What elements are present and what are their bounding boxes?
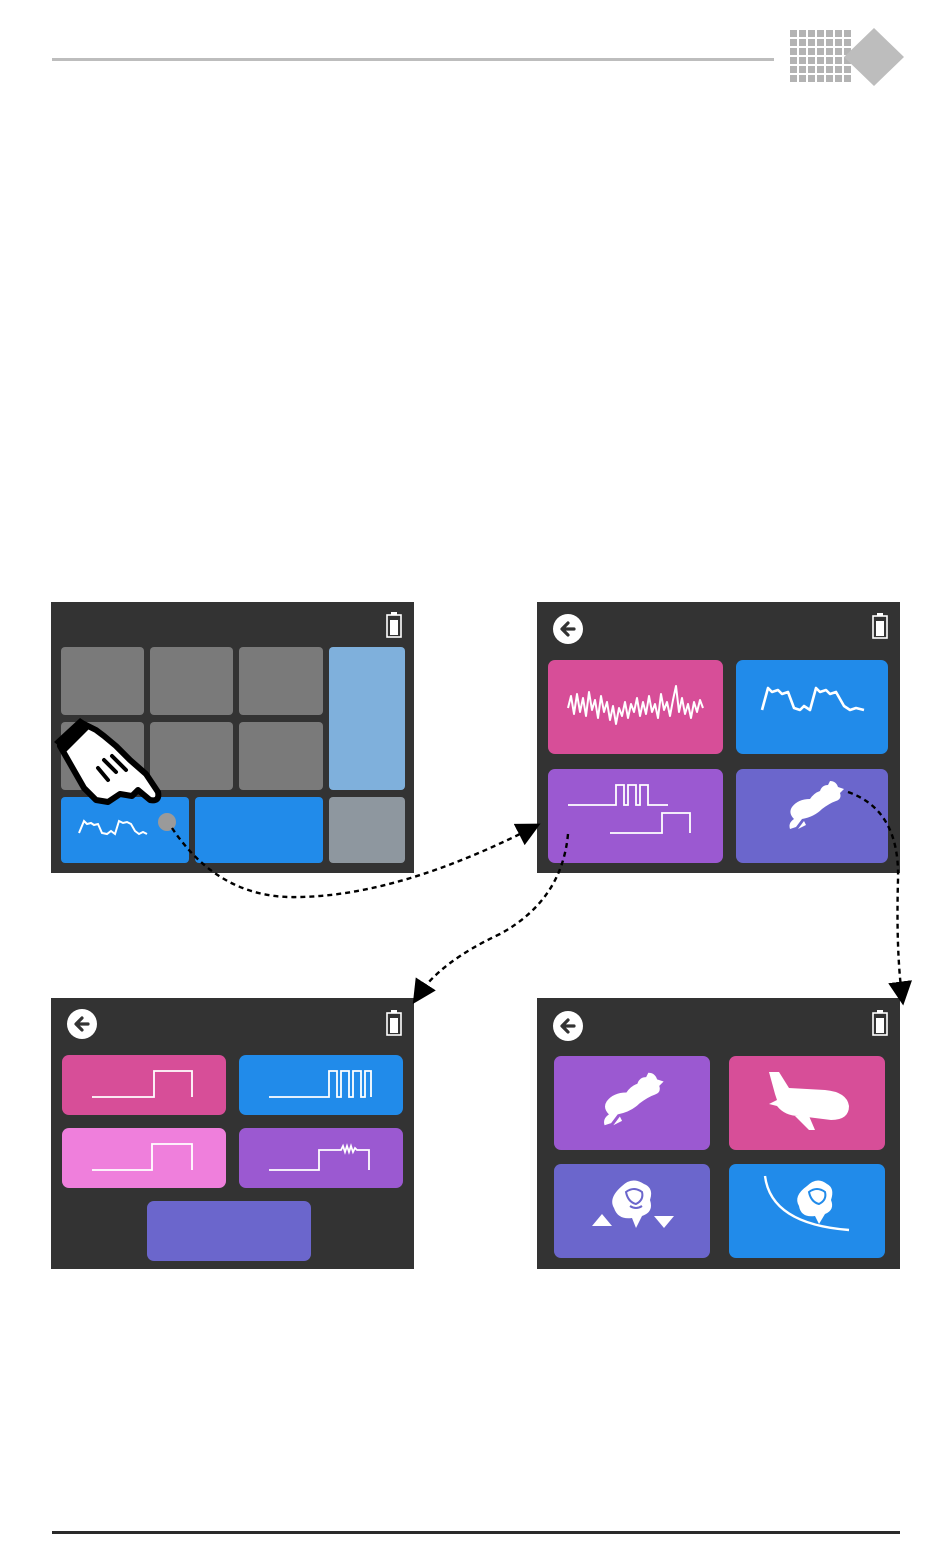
home-tile-tall[interactable] xyxy=(329,647,405,790)
rabbit-icon xyxy=(598,1070,668,1128)
single-pulse-long-button[interactable] xyxy=(62,1128,226,1188)
back-arrow-icon[interactable] xyxy=(552,1010,584,1042)
pulse-waveform-button[interactable] xyxy=(548,769,723,863)
header-rule xyxy=(52,58,774,61)
pulse-menu-screen xyxy=(51,998,414,1269)
noise-waveform-icon xyxy=(566,682,706,730)
airplane-button[interactable] xyxy=(729,1056,885,1150)
rose-up-down-button[interactable] xyxy=(554,1164,710,1258)
pulse-train-icon xyxy=(267,1069,373,1099)
home-tile-3[interactable] xyxy=(239,647,323,715)
noise-waveform-button[interactable] xyxy=(548,660,723,754)
rose-up-down-icon xyxy=(588,1176,678,1238)
grid-diamond-logo xyxy=(788,26,906,88)
single-pulse-long-icon xyxy=(90,1142,194,1172)
home-tile-small[interactable] xyxy=(329,797,405,863)
pointing-hand-icon xyxy=(50,716,166,812)
pulse-train-button[interactable] xyxy=(239,1055,403,1115)
home-tile-2[interactable] xyxy=(150,647,233,715)
battery-icon xyxy=(386,612,402,638)
pulse-waveform-icon xyxy=(566,781,696,835)
rabbit-button[interactable] xyxy=(554,1056,710,1150)
waveform-icon xyxy=(77,815,157,837)
battery-icon xyxy=(872,613,888,639)
pulse-with-noise-icon xyxy=(267,1142,373,1172)
home-tile-wide[interactable] xyxy=(195,797,323,863)
rose-decay-button[interactable] xyxy=(729,1164,885,1258)
home-tile-1[interactable] xyxy=(61,647,144,715)
mode-menu-screen xyxy=(537,998,900,1269)
waveform-menu-screen xyxy=(537,602,900,873)
back-arrow-icon[interactable] xyxy=(552,613,584,645)
rabbit-mode-button[interactable] xyxy=(736,769,888,863)
home-tile-6[interactable] xyxy=(239,722,323,790)
ramp-waveform-icon xyxy=(760,680,870,720)
blank-pulse-button[interactable] xyxy=(147,1201,311,1261)
footer-rule xyxy=(52,1531,900,1534)
pulse-with-noise-button[interactable] xyxy=(239,1128,403,1188)
rabbit-icon xyxy=(784,779,848,831)
single-pulse-button[interactable] xyxy=(62,1055,226,1115)
ramp-waveform-button[interactable] xyxy=(736,660,888,754)
battery-icon xyxy=(872,1010,888,1036)
airplane-icon xyxy=(765,1066,851,1132)
back-arrow-icon[interactable] xyxy=(66,1008,98,1040)
battery-icon xyxy=(386,1010,402,1036)
rose-decay-icon xyxy=(763,1172,855,1242)
single-pulse-icon xyxy=(90,1069,194,1099)
touch-point-icon xyxy=(158,813,176,831)
